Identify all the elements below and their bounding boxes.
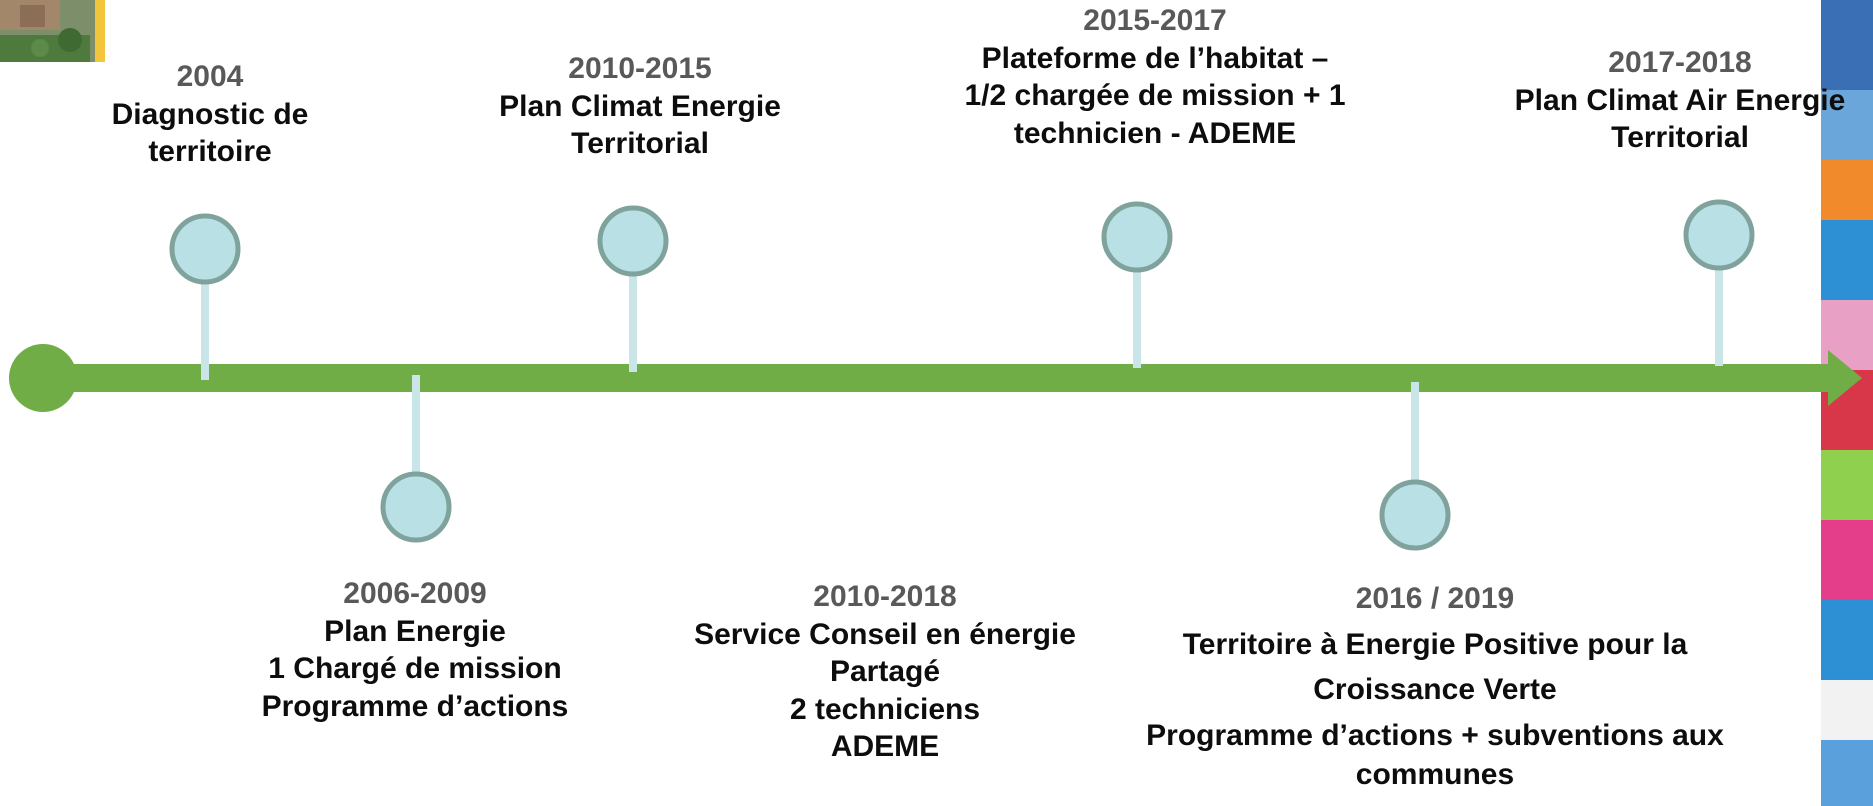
event-text: 1/2 chargée de mission + 1 — [964, 79, 1346, 112]
event-year: 2017-2018 — [1608, 46, 1752, 79]
event-2006-2009: 2006-2009 Plan Energie 1 Chargé de missi… — [220, 575, 610, 725]
event-2010-2018: 2010-2018 Service Conseil en énergie Par… — [670, 578, 1100, 766]
event-text: territoire — [148, 135, 272, 168]
pin-stem — [629, 271, 637, 372]
pin-stem — [1411, 382, 1419, 485]
event-2017-2018: 2017-2018 Plan Climat Air Energie Territ… — [1495, 44, 1865, 157]
event-text: Service Conseil en énergie — [694, 617, 1076, 651]
pin-node — [1101, 201, 1173, 273]
pin-node — [1379, 479, 1451, 551]
event-text: 1 Chargé de mission — [268, 652, 562, 685]
event-text: Territorial — [1611, 121, 1749, 154]
event-text: Croissance Verte — [1313, 673, 1557, 706]
event-text: 2 techniciens — [789, 692, 981, 726]
event-2010-2015: 2010-2015 Plan Climat Energie Territoria… — [470, 50, 810, 163]
event-text: Diagnostic de — [111, 97, 309, 131]
pin-node — [169, 213, 241, 285]
event-2004: 2004 Diagnostic de territoire — [90, 58, 330, 171]
pin-stem — [412, 375, 420, 477]
event-text: Territoire à Energie Positive pour la — [1182, 627, 1688, 661]
event-text: Programme d’actions + subventions aux — [1146, 718, 1724, 752]
event-text: technicien - ADEME — [1013, 116, 1297, 150]
pin-stem — [201, 279, 209, 380]
event-text: Partagé — [829, 655, 941, 688]
event-text: Plan Climat Energie — [499, 89, 781, 123]
event-text: Plan Climat Air Energie — [1514, 83, 1846, 117]
event-text: Plan Energie — [324, 614, 506, 648]
timeline-axis — [40, 364, 1830, 392]
event-year: 2010-2018 — [813, 580, 957, 613]
event-year: 2015-2017 — [1083, 4, 1227, 37]
pin-stem — [1715, 265, 1723, 366]
event-year: 2010-2015 — [568, 52, 712, 85]
event-text: ADEME — [830, 730, 940, 763]
timeline-arrow-head — [1828, 350, 1862, 406]
timeline-start-dot — [9, 344, 77, 412]
pin-node — [1683, 199, 1755, 271]
event-year: 2004 — [176, 60, 244, 93]
event-text: Plateforme de l’habitat – — [981, 41, 1329, 75]
event-text: Territorial — [571, 127, 709, 160]
landscape-photo-thumbnail — [0, 0, 105, 62]
event-2016-2019: 2016 / 2019 Territoire à Energie Positiv… — [1110, 580, 1760, 794]
event-year: 2006-2009 — [343, 577, 487, 610]
pin-stem — [1133, 267, 1141, 368]
pin-node — [380, 471, 452, 543]
event-text: communes — [1355, 758, 1515, 791]
event-year: 2016 / 2019 — [1355, 582, 1515, 615]
event-text: Programme d’actions — [261, 689, 569, 723]
pin-node — [597, 205, 669, 277]
event-2015-2017: 2015-2017 Plateforme de l’habitat – 1/2 … — [920, 2, 1390, 152]
